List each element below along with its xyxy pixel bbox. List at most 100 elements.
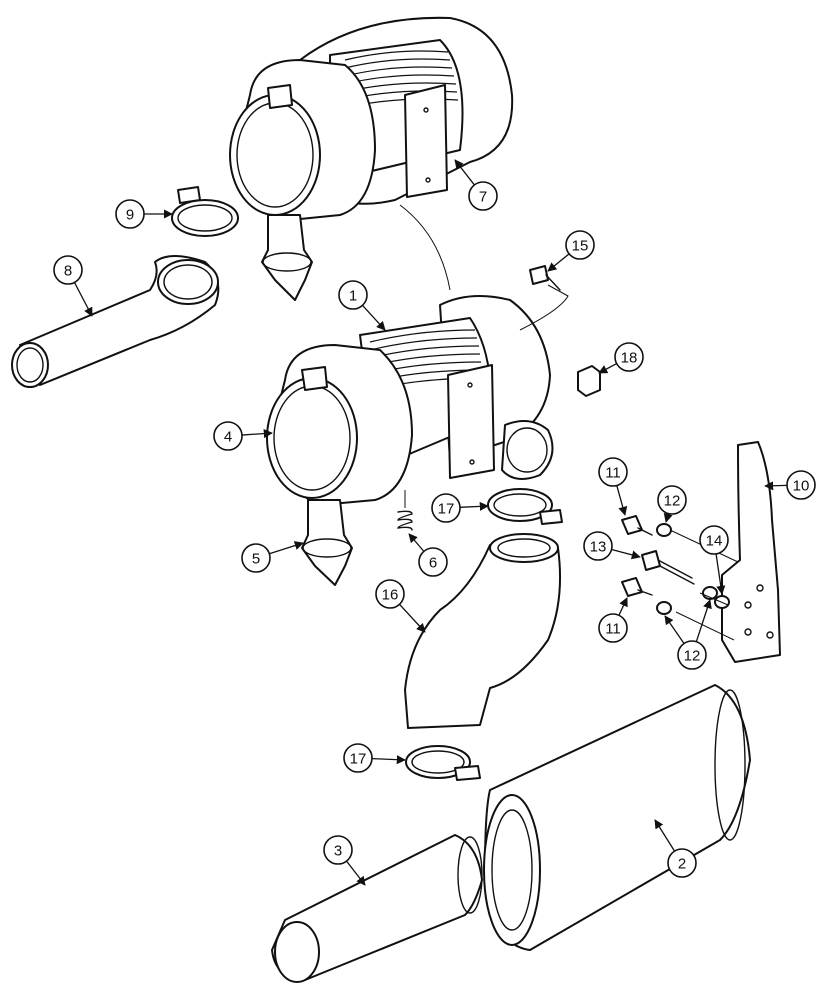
- air-cleaner-assembly-upper: [229, 16, 514, 301]
- callout-leader: [547, 253, 570, 272]
- callout-circle: [598, 613, 628, 643]
- callout-c9: 9: [115, 199, 173, 229]
- callout-number: 11: [605, 465, 621, 482]
- callout-number: 7: [479, 189, 487, 206]
- callout-leader: [454, 159, 475, 186]
- fitting-15: [529, 265, 561, 291]
- callout-number: 8: [64, 263, 72, 280]
- callout-c11b: 11: [598, 597, 628, 643]
- cap-18: [577, 365, 601, 397]
- callout-c7: 7: [454, 159, 498, 211]
- callout-circle: [343, 743, 373, 773]
- callout-leader: [663, 512, 673, 523]
- callout-leader: [459, 501, 489, 511]
- callout-number: 4: [224, 429, 232, 446]
- assembly-connector-curve: [399, 204, 451, 291]
- callout-leader: [269, 541, 304, 555]
- callout-leader: [618, 597, 628, 616]
- callout-circle: [657, 485, 687, 515]
- callout-number: 10: [793, 478, 810, 495]
- callout-c13: 13: [583, 531, 641, 561]
- callout-circle: [468, 181, 498, 211]
- callout-c18: 18: [598, 342, 644, 374]
- callout-leader: [715, 553, 726, 595]
- bolt-13: [641, 550, 695, 585]
- callout-circle: [115, 199, 145, 229]
- callout-circle: [614, 342, 644, 372]
- callout-c1: 1: [338, 280, 386, 331]
- intake-hose-8: [11, 255, 220, 388]
- callout-leader: [654, 819, 676, 852]
- callout-number: 13: [590, 539, 607, 556]
- callout-number: 11: [605, 621, 621, 638]
- drain-valve-6: [397, 490, 413, 531]
- callout-circle: [699, 525, 729, 555]
- callout-circle: [677, 640, 707, 670]
- callout-leader: [616, 485, 628, 516]
- hose-clamp-17-upper: [487, 488, 563, 525]
- callout-number: 3: [334, 843, 342, 860]
- callout-circle: [213, 421, 243, 451]
- callout-circle: [786, 470, 816, 500]
- callout-leader: [346, 860, 366, 886]
- callout-circle: [323, 835, 353, 865]
- callout-leader: [399, 603, 426, 633]
- callout-c16: 16: [375, 579, 426, 633]
- callout-c2: 2: [654, 819, 697, 878]
- callout-circle: [598, 457, 628, 487]
- callout-leader: [241, 429, 273, 439]
- callout-circle: [375, 579, 405, 609]
- air-cleaner-assembly-main: [266, 295, 554, 586]
- callout-leader: [73, 282, 93, 317]
- callout-c17b: 17: [343, 743, 406, 773]
- callout-leader: [598, 363, 617, 374]
- callout-c14: 14: [699, 525, 729, 595]
- hose-clamp-9: [171, 186, 239, 237]
- callout-leader: [664, 615, 685, 644]
- outlet-hose-16: [404, 533, 562, 729]
- callout-number: 12: [684, 648, 701, 665]
- callout-circle: [241, 543, 271, 573]
- callout-c5: 5: [241, 541, 304, 573]
- callout-c11a: 11: [598, 457, 628, 516]
- callout-circle: [431, 493, 461, 523]
- callout-c8: 8: [53, 255, 93, 317]
- callout-c6: 6: [408, 533, 448, 577]
- callout-c12b: 12: [664, 599, 712, 670]
- callout-c15: 15: [547, 230, 595, 272]
- callout-number: 6: [429, 555, 437, 572]
- bolt-11-lower: [621, 577, 653, 597]
- callout-c10: 10: [764, 470, 816, 500]
- callout-circle: [583, 531, 613, 561]
- callout-number: 17: [438, 501, 455, 518]
- callout-circle: [667, 848, 697, 878]
- callout-c3: 3: [323, 835, 366, 886]
- mounting-bracket-10: [721, 441, 781, 663]
- callout-leader: [611, 548, 641, 560]
- callout-leader: [371, 755, 406, 765]
- callout-c4: 4: [213, 421, 273, 451]
- callout-c17a: 17: [431, 493, 489, 523]
- callout-leader: [408, 533, 425, 552]
- callout-number: 14: [706, 533, 723, 550]
- callout-circle: [565, 230, 595, 260]
- callout-number: 5: [252, 551, 260, 568]
- callout-circle: [418, 547, 448, 577]
- callout-leader: [695, 599, 712, 642]
- callout-number: 9: [126, 207, 134, 224]
- callout-circle: [338, 280, 368, 310]
- callout-number: 2: [678, 856, 686, 873]
- bolt-11-upper: [621, 515, 653, 536]
- sensor-wire: [519, 284, 569, 331]
- callout-number: 12: [664, 493, 681, 510]
- callout-circle: [53, 255, 83, 285]
- callout-number: 17: [350, 751, 367, 768]
- callout-number: 1: [349, 288, 357, 305]
- primary-filter-element-2: [483, 684, 751, 951]
- callout-leader: [764, 481, 788, 491]
- callout-number: 16: [382, 587, 399, 604]
- hose-clamp-17-lower: [405, 745, 481, 781]
- callout-number: 15: [572, 238, 589, 255]
